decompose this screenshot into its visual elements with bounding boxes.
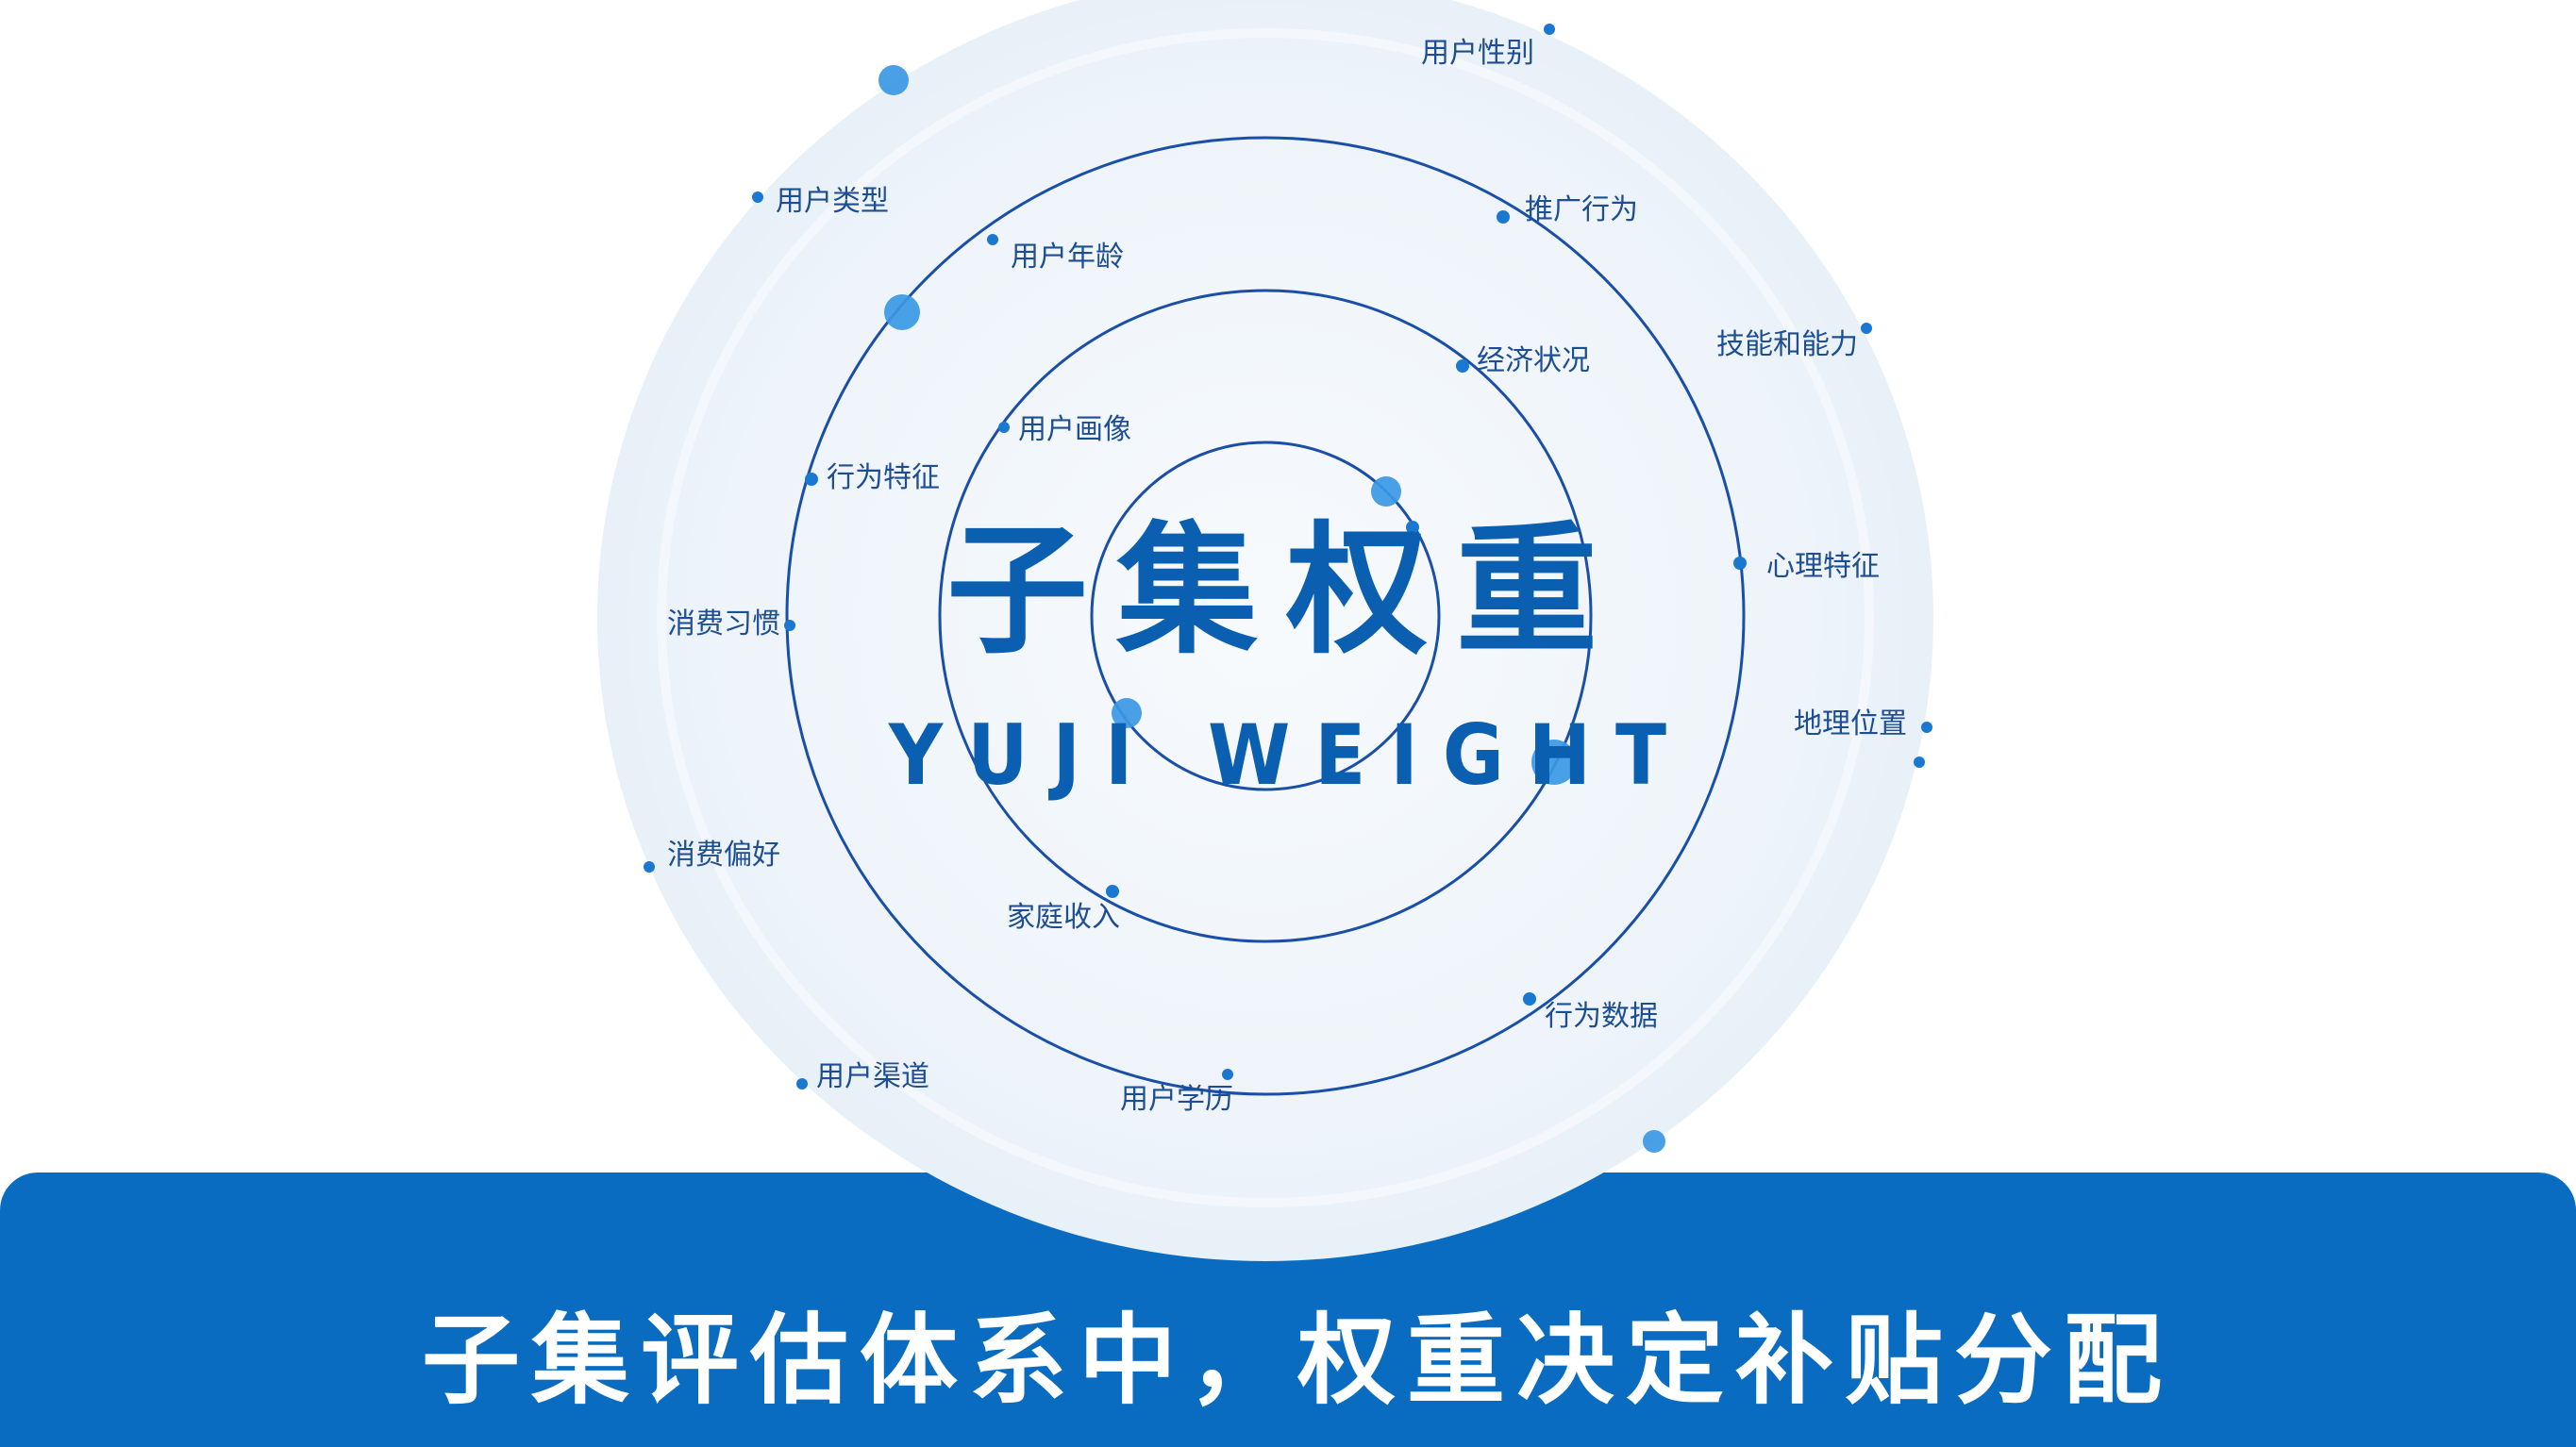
ring-inner	[1090, 441, 1441, 791]
dot	[1544, 24, 1555, 35]
dot	[784, 620, 795, 631]
ring-outer	[785, 136, 1746, 1096]
dot	[796, 1078, 808, 1089]
label-promotion: 推广行为	[1525, 193, 1638, 226]
halo-inner-band	[657, 28, 1874, 1207]
large-dot	[884, 294, 920, 330]
dot	[998, 422, 1010, 433]
dot	[1406, 521, 1419, 534]
main-title: 子集权重	[945, 509, 1627, 674]
large-dot	[878, 65, 909, 95]
outer-halo-disc	[597, 0, 1933, 1261]
label-consumption-pref: 消费偏好	[667, 839, 780, 872]
english-subtitle: YUJI WEIGHT	[888, 707, 1692, 804]
label-income: 家庭收入	[1007, 901, 1120, 934]
dot	[1497, 210, 1510, 224]
label-gender: 用户性别	[1421, 37, 1534, 70]
label-skills: 技能和能力	[1716, 328, 1858, 361]
banner-caption: 子集评估体系中，权重决定补贴分配	[421, 1303, 2174, 1418]
label-education: 用户学历	[1120, 1083, 1233, 1116]
label-economy: 经济状况	[1477, 344, 1590, 377]
label-psychology: 心理特征	[1766, 550, 1880, 583]
label-behavior-traits: 行为特征	[827, 461, 940, 494]
dot	[1222, 1069, 1233, 1080]
label-location: 地理位置	[1794, 707, 1907, 740]
dot	[805, 473, 818, 486]
label-consumption-habits: 消费习惯	[667, 607, 780, 640]
label-user-type: 用户类型	[776, 185, 889, 218]
dot	[752, 191, 763, 203]
dot	[644, 861, 655, 873]
dot	[1523, 992, 1536, 1006]
dot	[1733, 557, 1747, 570]
dot	[987, 234, 998, 245]
dot	[1861, 323, 1872, 334]
dot	[1921, 722, 1932, 733]
ring-middle	[938, 289, 1593, 943]
label-channel: 用户渠道	[816, 1060, 929, 1093]
large-dot	[1643, 1130, 1665, 1153]
large-dot	[1531, 740, 1577, 785]
label-behavior-data: 行为数据	[1545, 1000, 1658, 1033]
large-dot	[1371, 476, 1401, 507]
dot	[1456, 359, 1469, 373]
dot	[1106, 885, 1119, 898]
dot	[1914, 757, 1925, 768]
label-profile: 用户画像	[1018, 413, 1131, 446]
large-dot	[1112, 698, 1142, 728]
label-age: 用户年龄	[1011, 241, 1124, 274]
